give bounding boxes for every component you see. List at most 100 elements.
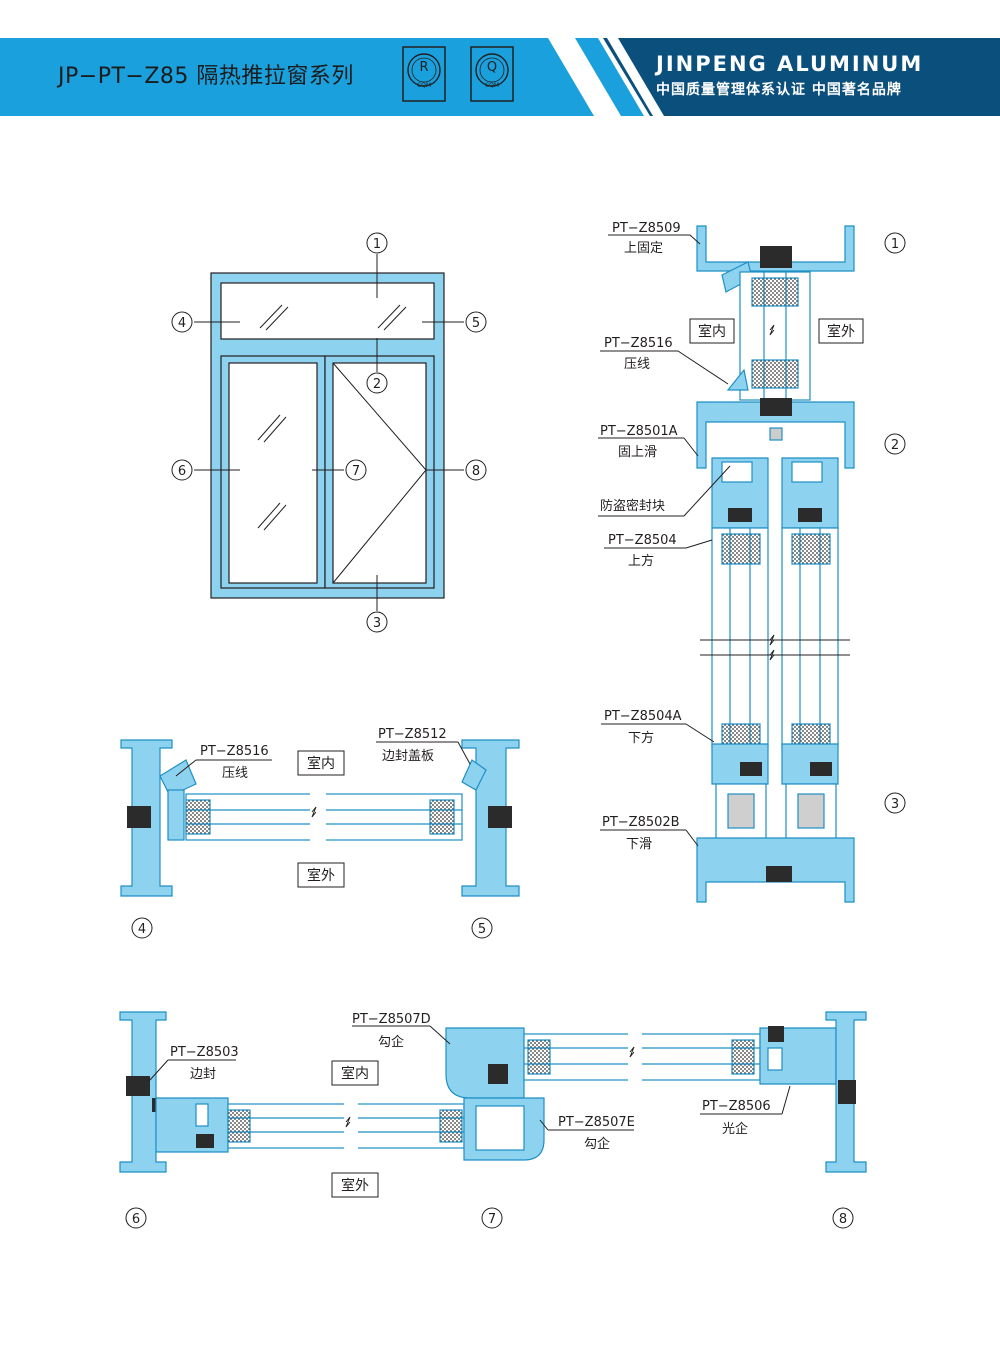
vertical-leaders <box>598 234 731 847</box>
callout-number: 3 <box>373 616 381 631</box>
outdoor-label: 室外 <box>827 323 855 340</box>
elevation-callout-1: 1 <box>366 232 388 254</box>
vertical-label-z8504: PT−Z8504 上方 <box>608 533 677 569</box>
indoor-label: 室内 <box>341 1065 369 1082</box>
interlock-d <box>445 1027 525 1099</box>
glazing-bead <box>726 368 749 391</box>
elevation-callout-5: 5 <box>465 311 487 333</box>
profile-code: PT−Z8507E <box>558 1115 635 1130</box>
spacer-foam <box>751 359 799 389</box>
section-678-label-z8507e: PT−Z8507E 勾企 <box>558 1115 635 1152</box>
elevation-callout-6: 6 <box>171 459 193 481</box>
profile-code: PT−Z8502B <box>602 815 680 830</box>
section-678-leaders <box>149 1025 791 1131</box>
section-45-marker-4: 4 <box>131 917 153 939</box>
profile-name: 光企 <box>722 1121 748 1137</box>
anti-theft-block <box>769 427 783 441</box>
section-45-indoor-box: 室内 <box>297 750 345 776</box>
outdoor-label: 室外 <box>341 1177 369 1194</box>
callout-number: 8 <box>472 464 480 479</box>
marker-number: 3 <box>891 797 899 812</box>
marker-number: 2 <box>891 438 899 453</box>
badge-mark: Q <box>486 60 498 75</box>
spacer-foam <box>751 277 799 307</box>
vertical-marker-2: 2 <box>884 433 906 455</box>
vertical-label-z8502b: PT−Z8502B 下滑 <box>602 815 680 852</box>
profile-name: 下滑 <box>626 837 652 852</box>
profile-name: 勾企 <box>584 1136 610 1152</box>
edge-cover-plate <box>461 759 487 791</box>
section-678-label-z8507d: PT−Z8507D 勾企 <box>352 1012 431 1050</box>
profile-name: 压线 <box>222 766 248 781</box>
badge-frame-icon <box>470 46 514 102</box>
profile-code: PT−Z8516 <box>604 336 673 351</box>
profile-name: 固上滑 <box>618 445 657 460</box>
section-678-marker-8: 8 <box>832 1207 854 1229</box>
profile-code: PT−Z8516 <box>200 744 269 759</box>
section-678-outdoor-box: 室外 <box>331 1172 379 1198</box>
brand-name-en: JINPENG ALUMINUM <box>656 52 924 76</box>
badge-mark: R <box>419 60 429 75</box>
gasket <box>760 398 792 416</box>
header-background <box>0 38 1000 116</box>
gasket <box>760 246 792 268</box>
upper-rail-profile <box>696 401 855 469</box>
elevation-callout-8: 8 <box>465 459 487 481</box>
profile-name: 下方 <box>628 730 654 746</box>
section-4-5-break <box>310 790 326 844</box>
page-title: JP−PT−Z85 隔热推拉窗系列 <box>58 64 354 89</box>
marker-number: 4 <box>138 922 146 937</box>
marker-number: 7 <box>488 1212 496 1227</box>
glass-hatch <box>257 304 407 531</box>
callout-number: 4 <box>178 316 186 331</box>
profile-code: PT−Z8504 <box>608 533 677 548</box>
vertical-label-z8501a: PT−Z8501A 固上滑 <box>600 424 678 460</box>
vertical-marker-1: 1 <box>884 232 906 254</box>
callout-number: 1 <box>373 237 381 252</box>
vertical-label-z8516: PT−Z8516 压线 <box>604 336 673 372</box>
profile-name: 上固定 <box>624 241 663 256</box>
profile-code: PT−Z8512 <box>378 727 447 742</box>
profile-code: PT−Z8503 <box>170 1045 239 1060</box>
section-45-label-z8516: PT−Z8516 压线 <box>200 744 269 781</box>
marker-number: 8 <box>839 1212 847 1227</box>
profile-name: 上方 <box>628 553 654 569</box>
section-678-marker-6: 6 <box>125 1207 147 1229</box>
sash-stile-6 <box>155 1097 229 1153</box>
section-678-breaks <box>344 1030 642 1152</box>
vertical-section <box>696 225 855 903</box>
section-678-indoor-box: 室内 <box>331 1060 379 1086</box>
profile-name: 边封盖板 <box>382 749 434 764</box>
badge-text: CQM <box>484 82 500 89</box>
profile-name: 边封 <box>190 1067 216 1082</box>
profile-code: PT−Z8506 <box>702 1099 771 1114</box>
elevation-callout-3: 3 <box>366 611 388 633</box>
elevation-callout-2: 2 <box>366 372 388 394</box>
vertical-label-z8504a: PT−Z8504A 下方 <box>604 709 682 746</box>
gasket <box>838 1080 856 1104</box>
section-6-7-8 <box>119 1011 867 1173</box>
break-marks <box>700 324 850 661</box>
section-45-outdoor-box: 室外 <box>297 862 345 888</box>
gasket <box>488 806 512 828</box>
vertical-marker-3: 3 <box>884 792 906 814</box>
profile-name: 防盗密封块 <box>600 498 665 514</box>
elevation-callout-7: 7 <box>345 459 367 481</box>
marker-number: 5 <box>478 922 486 937</box>
profile-name: 勾企 <box>378 1034 404 1050</box>
transom-glass <box>220 282 435 340</box>
callout-number: 5 <box>472 316 480 331</box>
indoor-label: 室内 <box>698 323 726 340</box>
profile-code: PT−Z8501A <box>600 424 678 439</box>
badge-text: CQM <box>416 82 432 89</box>
section-678-label-z8506: PT−Z8506 光企 <box>702 1099 771 1137</box>
callout-number: 7 <box>352 464 360 479</box>
header-banner: JP−PT−Z85 隔热推拉窗系列 R CQM Q CQM JINPENG AL… <box>0 0 1000 116</box>
elevation-callout-4: 4 <box>171 311 193 333</box>
section-678-label-z8503: PT−Z8503 边封 <box>170 1045 239 1082</box>
callout-number: 2 <box>373 377 381 392</box>
cqm-badge-r: R CQM <box>402 46 446 102</box>
vertical-label-z8509: PT−Z8509 上固定 <box>612 221 681 256</box>
profile-name: 压线 <box>624 357 650 372</box>
